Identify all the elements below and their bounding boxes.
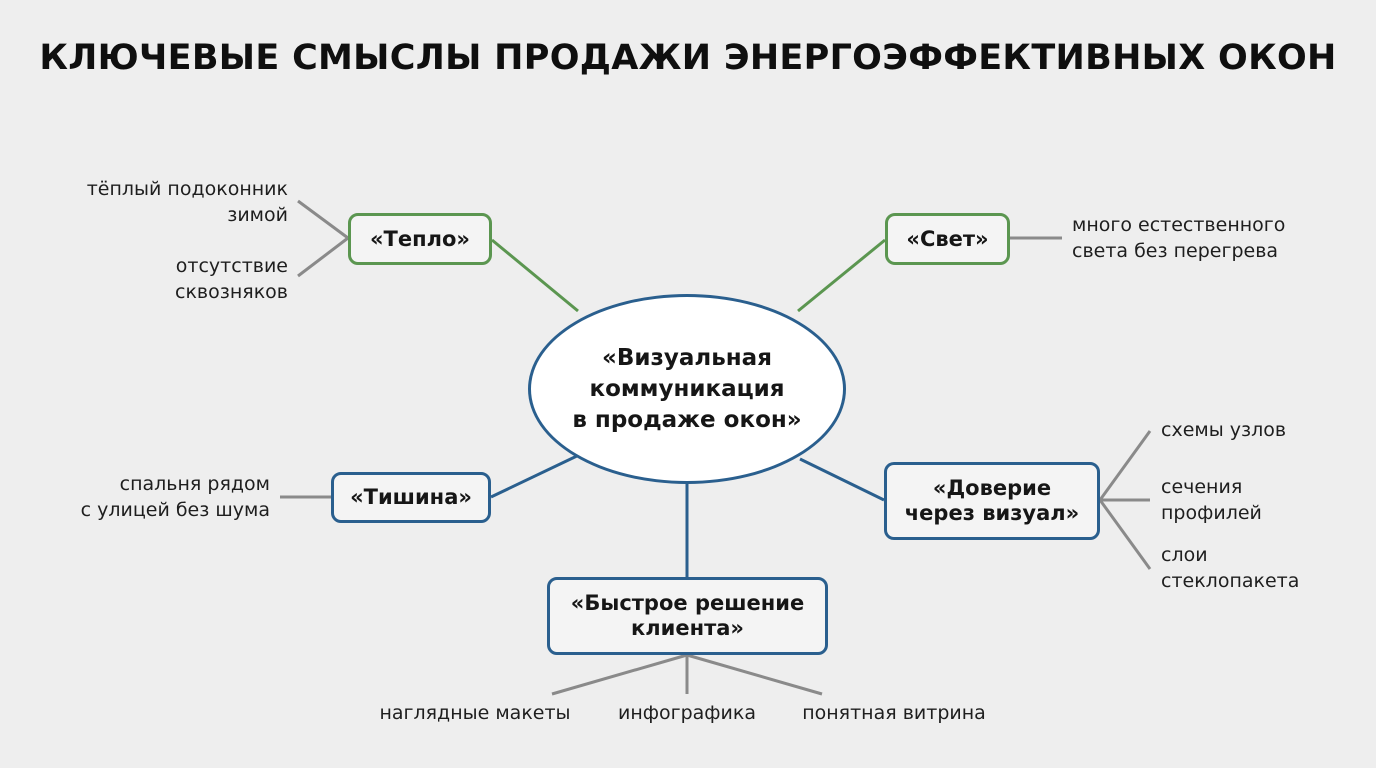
leaf-bystroe-2: инфографика bbox=[587, 700, 787, 726]
leaf-bystroe-2-line-1: инфографика bbox=[617, 702, 757, 724]
branch-svet bbox=[797, 238, 886, 313]
node-teplo: «Тепло» bbox=[348, 213, 492, 265]
page-title: КЛЮЧЕВЫЕ СМЫСЛЫ ПРОДАЖИ ЭНЕРГОЭФФЕКТИВНЫ… bbox=[39, 38, 1337, 78]
leaf-doverie-1: схемы узлов bbox=[1161, 417, 1286, 443]
leaf-line-bystroe-1 bbox=[551, 653, 688, 696]
leaf-doverie-2: сечения профилей bbox=[1161, 474, 1262, 526]
leaf-doverie-2-line-2: профилей bbox=[1161, 502, 1262, 524]
leaf-teplo-2-line-1: отсутствие bbox=[175, 255, 288, 277]
leaf-teplo-1: тёплый подоконник зимой bbox=[87, 176, 288, 228]
central-node-line-1: «Визуальная bbox=[602, 344, 772, 371]
leaf-tishina-1-line-2: с улицей без шума bbox=[80, 499, 270, 521]
leaf-doverie-2-line-1: сечения bbox=[1161, 476, 1243, 498]
branch-doverie bbox=[799, 457, 885, 502]
leaf-svet-1: много естественного света без перегрева bbox=[1072, 212, 1285, 264]
leaf-svet-1-line-1: много естественного bbox=[1072, 214, 1286, 236]
leaf-tishina-1-line-1: спальня рядом bbox=[119, 473, 270, 495]
node-bystroe-line-1: «Быстрое решение bbox=[570, 591, 805, 615]
leaf-teplo-2: отсутствие сквозняков bbox=[175, 253, 288, 305]
node-tishina: «Тишина» bbox=[331, 472, 491, 523]
branch-teplo bbox=[491, 238, 579, 313]
leaf-doverie-3: слои стеклопакета bbox=[1161, 542, 1299, 594]
leaf-bystroe-1: наглядные макеты bbox=[350, 700, 600, 726]
node-doverie: «Доверие через визуал» bbox=[884, 462, 1100, 540]
leaf-line-doverie-3 bbox=[1098, 499, 1152, 570]
branch-tishina bbox=[490, 453, 580, 499]
central-node-line-3: в продаже окон» bbox=[572, 406, 802, 433]
leaf-teplo-1-line-1: тёплый подоконник bbox=[86, 178, 288, 200]
leaf-doverie-3-line-2: стеклопакета bbox=[1161, 570, 1300, 592]
leaf-bystroe-1-line-1: наглядные макеты bbox=[379, 702, 571, 724]
leaf-teplo-2-line-2: сквозняков bbox=[175, 281, 288, 303]
leaf-line-bystroe-3 bbox=[686, 653, 823, 696]
node-bystroe: «Быстрое решение клиента» bbox=[547, 577, 828, 655]
leaf-line-teplo-2 bbox=[297, 236, 349, 278]
leaf-teplo-1-line-2: зимой bbox=[227, 204, 288, 226]
node-svet-label: «Свет» bbox=[906, 226, 989, 251]
leaf-line-teplo-1 bbox=[297, 199, 349, 240]
leaf-doverie-1-line-1: схемы узлов bbox=[1161, 419, 1287, 441]
leaf-tishina-1: спальня рядом с улицей без шума bbox=[81, 471, 270, 523]
central-node-line-2: коммуникация bbox=[589, 375, 785, 402]
node-doverie-line-1: «Доверие bbox=[932, 476, 1052, 500]
leaf-svet-1-line-2: света без перегрева bbox=[1072, 240, 1279, 262]
leaf-bystroe-3-line-1: понятная витрина bbox=[802, 702, 986, 724]
leaf-doverie-3-line-1: слои bbox=[1161, 544, 1208, 566]
central-node: «Визуальная коммуникация в продаже окон» bbox=[528, 294, 846, 484]
leaf-bystroe-3: понятная витрина bbox=[780, 700, 1008, 726]
node-svet: «Свет» bbox=[885, 213, 1010, 265]
node-bystroe-line-2: клиента» bbox=[630, 616, 744, 640]
node-doverie-line-2: через визуал» bbox=[904, 501, 1080, 525]
node-tishina-label: «Тишина» bbox=[350, 485, 472, 509]
leaf-line-doverie-1 bbox=[1098, 430, 1152, 501]
node-teplo-label: «Тепло» bbox=[369, 226, 471, 251]
